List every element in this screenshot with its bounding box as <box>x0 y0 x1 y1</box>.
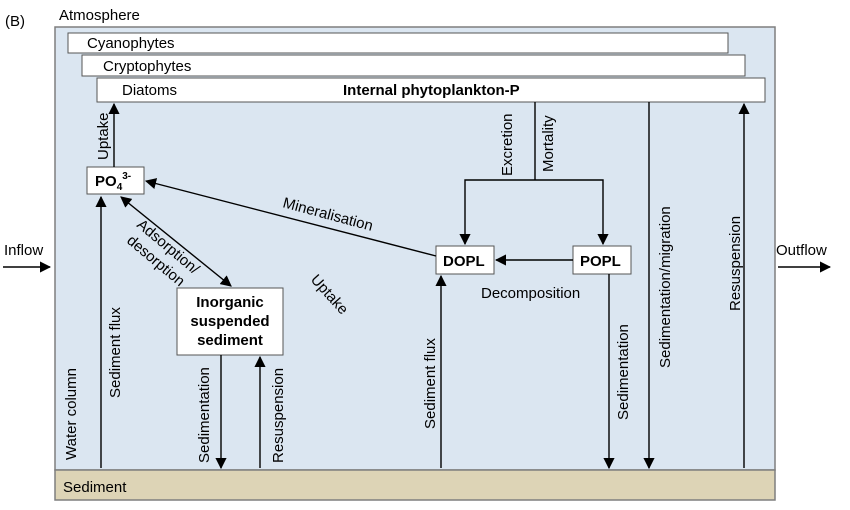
cyanophytes-box <box>67 32 729 54</box>
excretion-branch-arrow <box>459 179 535 246</box>
cryptophytes-box <box>81 54 746 77</box>
diatoms-label: Diatoms <box>122 82 177 99</box>
cyanophytes-label: Cyanophytes <box>87 35 175 52</box>
diatoms-box <box>96 77 766 103</box>
mineralisation-arrow <box>144 178 437 257</box>
inorganic-label-1: Inorganic <box>196 294 264 311</box>
sedimentation-inorg-label: Sedimentation <box>196 367 213 463</box>
dopl-label: DOPL <box>443 253 485 270</box>
decomposition-label: Decomposition <box>481 285 580 302</box>
excretion-label: Excretion <box>499 113 516 176</box>
resuspension-inorg-label: Resuspension <box>270 368 287 463</box>
water-column-label: Water column <box>63 368 80 460</box>
dopl-box <box>435 245 495 275</box>
inorganic-label-3: sediment <box>197 332 263 349</box>
popl-box <box>572 245 632 275</box>
sediment-label: Sediment <box>63 479 127 496</box>
sedimentation-migration-label: Sedimentation/migration <box>657 206 674 368</box>
mortality-label: Mortality <box>540 115 557 172</box>
mortality-branch-arrow <box>535 179 609 246</box>
inorganic-label-2: suspended <box>190 313 269 330</box>
adsorption-arrow <box>120 196 232 287</box>
po4-box <box>86 166 145 195</box>
sediment-flux-mid-label: Sediment flux <box>422 338 439 429</box>
sedimentation-popl-label: Sedimentation <box>615 324 632 420</box>
inorganic-sediment-box <box>176 287 284 356</box>
atmosphere-label: Atmosphere <box>59 7 140 24</box>
panel-label: (B) <box>5 13 25 30</box>
sediment-flux-left-label: Sediment flux <box>107 307 124 398</box>
inflow-label: Inflow <box>4 242 43 259</box>
sediment-area <box>54 469 776 501</box>
po4-label: PO43- <box>95 171 131 193</box>
internal-phytoplankton-p-label: Internal phytoplankton-P <box>343 82 520 99</box>
resuspension-right-label: Resuspension <box>727 216 744 311</box>
popl-label: POPL <box>580 253 621 270</box>
cryptophytes-label: Cryptophytes <box>103 58 191 75</box>
uptake-vertical-label: Uptake <box>95 112 112 160</box>
outflow-label: Outflow <box>776 242 827 259</box>
